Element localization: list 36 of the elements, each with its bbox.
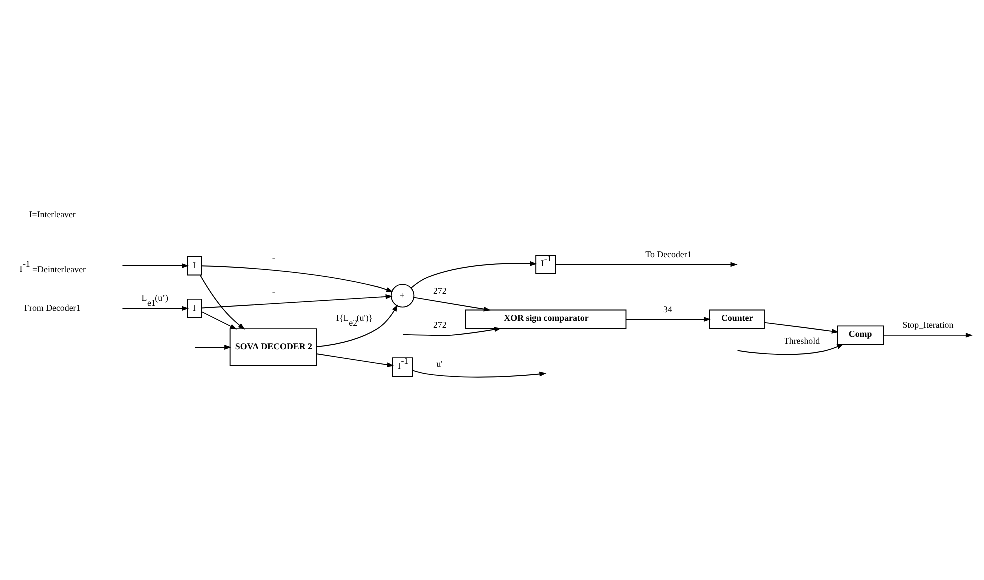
- edge-label: -: [272, 286, 276, 296]
- edge-label: 272: [433, 285, 447, 296]
- edge-label: u': [436, 358, 443, 369]
- arrow: [403, 326, 502, 336]
- edge-label: 34: [664, 304, 672, 314]
- arrow: [410, 260, 538, 288]
- arrow: [556, 262, 738, 267]
- arrow: [200, 274, 246, 330]
- node-box: I: [187, 256, 202, 276]
- node-box: Counter: [709, 309, 765, 329]
- arrow: [122, 306, 190, 311]
- arrow: [764, 322, 840, 334]
- arrow: [626, 316, 711, 322]
- arrow: [883, 332, 973, 338]
- arrow: [737, 344, 844, 355]
- arrow: [316, 353, 394, 367]
- edge-label: Stop_Iteration: [902, 320, 954, 330]
- label: I=Interleaver: [29, 208, 76, 219]
- node-box: SOVA DECODER 2: [230, 328, 318, 366]
- arrow: [201, 265, 394, 292]
- arrow: [316, 304, 398, 347]
- node-box: Comp: [837, 325, 884, 345]
- edge-label: Threshold: [784, 336, 820, 346]
- edge-label: To Decoder1: [646, 249, 692, 260]
- node-box: XOR sign comparator: [465, 309, 627, 329]
- arrow: [201, 311, 238, 330]
- arrow: [122, 263, 190, 268]
- arrow: [414, 296, 491, 312]
- edge-label: 272: [433, 320, 447, 330]
- edge-label: -: [272, 252, 276, 262]
- node-box: I: [187, 298, 202, 318]
- arrow: [412, 370, 547, 378]
- arrow: [201, 294, 393, 308]
- arrow: [194, 344, 232, 350]
- label: From Decoder1: [24, 302, 81, 313]
- node-circle: +: [390, 284, 415, 308]
